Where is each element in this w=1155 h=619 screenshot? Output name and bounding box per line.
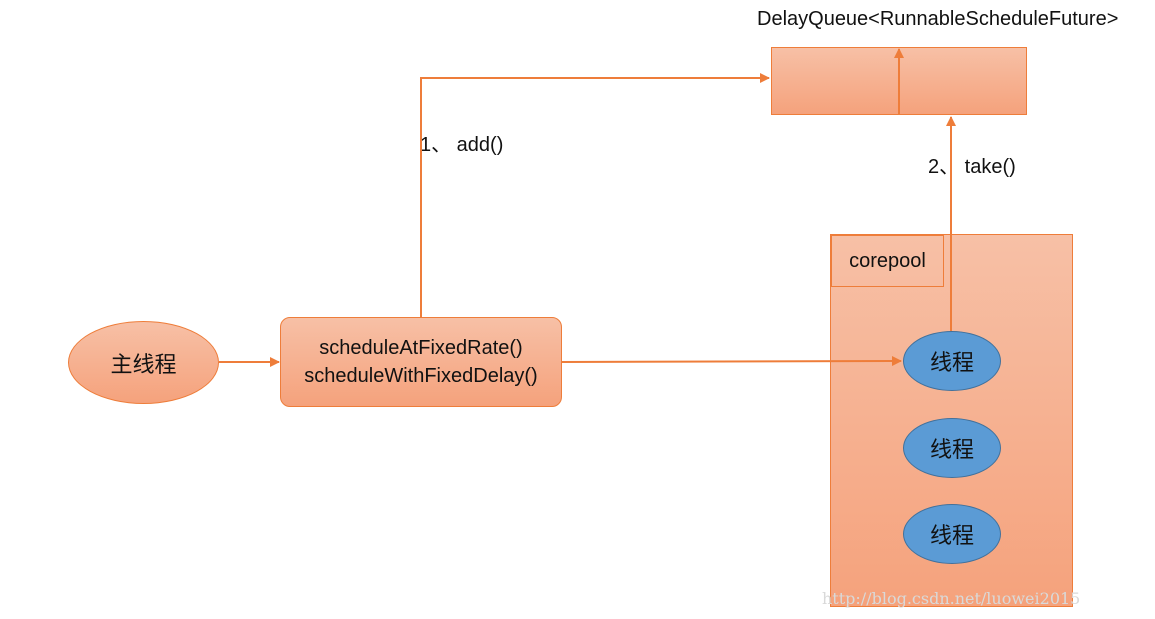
delay-queue-label: DelayQueue<RunnableScheduleFuture> [757, 8, 1119, 30]
corepool-label-box: corepool [831, 235, 944, 287]
schedule-at-fixed-rate-label: scheduleAtFixedRate() [319, 337, 523, 359]
watermark: http://blog.csdn.net/luowei2015 [822, 589, 1081, 608]
thread-label: 线程 [929, 350, 974, 375]
schedule-methods-node: scheduleAtFixedRate() scheduleWithFixedD… [280, 317, 562, 407]
thread-node: 线程 [903, 504, 1001, 564]
thread-label: 线程 [929, 523, 974, 548]
thread-node: 线程 [903, 331, 1001, 391]
add-edge-label: 1、 add() [420, 134, 504, 156]
main-thread-node: 主线程 [68, 321, 219, 404]
schedule-with-fixed-delay-label: scheduleWithFixedDelay() [304, 365, 538, 387]
add-arrow [420, 73, 770, 317]
thread-node: 线程 [903, 418, 1001, 478]
schedule-to-thread-arrow [561, 356, 902, 367]
main-thread-label: 主线程 [110, 351, 177, 377]
corepool-label: corepool [849, 249, 926, 272]
take-edge-label: 2、 take() [928, 156, 1016, 178]
thread-label: 线程 [929, 437, 974, 462]
